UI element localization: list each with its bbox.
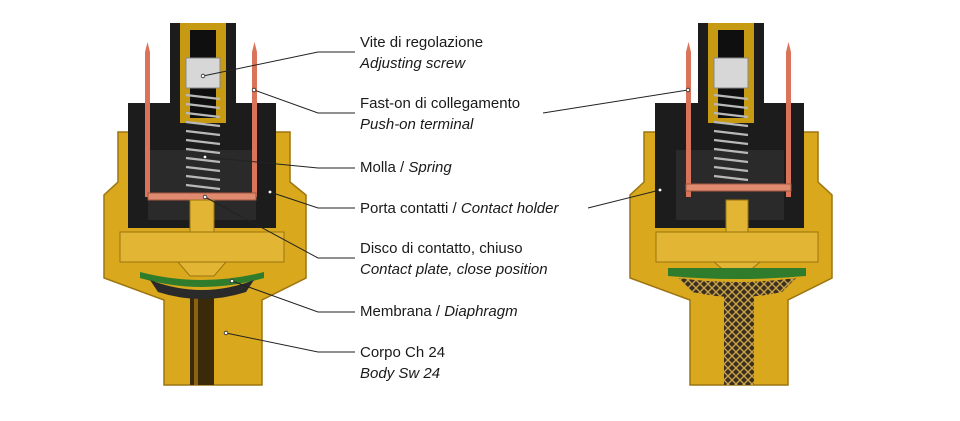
leader-spring bbox=[204, 156, 355, 169]
label-en: Diaphragm bbox=[444, 303, 518, 320]
label-it: Corpo Ch 24 bbox=[360, 344, 446, 361]
label-en: Adjusting screw bbox=[360, 55, 466, 72]
leader-adjusting-screw bbox=[202, 51, 355, 77]
leader-push-on-terminal bbox=[253, 89, 355, 114]
adjusting-screw-right bbox=[713, 57, 749, 89]
label-contact-holder: Porta contatti / Contact holder bbox=[360, 198, 558, 219]
label-diaphragm: Membrana / Diaphragm bbox=[360, 301, 518, 322]
contact-plate-right bbox=[685, 183, 792, 192]
label-it: Membrana bbox=[360, 303, 432, 320]
label-body: Corpo Ch 24 Body Sw 24 bbox=[360, 342, 445, 384]
spring-right bbox=[713, 93, 749, 182]
label-it: Molla bbox=[360, 159, 396, 176]
terminal-left bbox=[145, 52, 150, 197]
spring bbox=[185, 93, 221, 191]
terminal-left-right bbox=[686, 52, 691, 197]
adjusting-screw bbox=[185, 57, 221, 89]
contact-plate bbox=[147, 192, 257, 201]
label-separator: / bbox=[431, 303, 445, 320]
leader-contact-holder-right bbox=[587, 189, 661, 209]
label-spring: Molla / Spring bbox=[360, 157, 452, 178]
label-contact-plate: Disco di contatto, chiuso Contact plate,… bbox=[360, 238, 548, 280]
terminal-right bbox=[252, 52, 257, 197]
pressure-bore bbox=[190, 290, 214, 385]
piston-holder bbox=[119, 231, 285, 263]
label-it: Vite di regolazione bbox=[360, 34, 484, 51]
label-en: Contact plate, close position bbox=[360, 261, 548, 278]
label-en: Push-on terminal bbox=[360, 116, 474, 133]
terminal-right-right bbox=[786, 52, 791, 197]
label-en: Body Sw 24 bbox=[360, 365, 441, 382]
switch-open-section bbox=[629, 23, 833, 386]
diaphragm bbox=[140, 272, 264, 287]
label-separator: / bbox=[448, 200, 461, 217]
label-separator: / bbox=[395, 159, 409, 176]
label-push-on-terminal: Fast-on di collegamento Push-on terminal bbox=[360, 93, 520, 135]
diaphragm-right bbox=[668, 268, 806, 279]
leader-contact-holder bbox=[269, 191, 355, 209]
leader-lines bbox=[202, 51, 689, 353]
label-en: Contact holder bbox=[460, 200, 559, 217]
label-it: Fast-on di collegamento bbox=[360, 95, 521, 112]
leader-body bbox=[225, 332, 355, 353]
label-it: Porta contatti bbox=[360, 200, 449, 217]
leader-contact-plate bbox=[204, 196, 355, 259]
switch-closed-section bbox=[103, 23, 307, 386]
braided-bore bbox=[724, 292, 754, 385]
label-adjusting-screw: Vite di regolazione Adjusting screw bbox=[360, 32, 483, 74]
leader-diaphragm bbox=[231, 280, 355, 313]
leader-push-on-terminal-right bbox=[542, 89, 689, 114]
label-en: Spring bbox=[408, 159, 452, 176]
label-it: Disco di contatto, chiuso bbox=[360, 240, 523, 257]
